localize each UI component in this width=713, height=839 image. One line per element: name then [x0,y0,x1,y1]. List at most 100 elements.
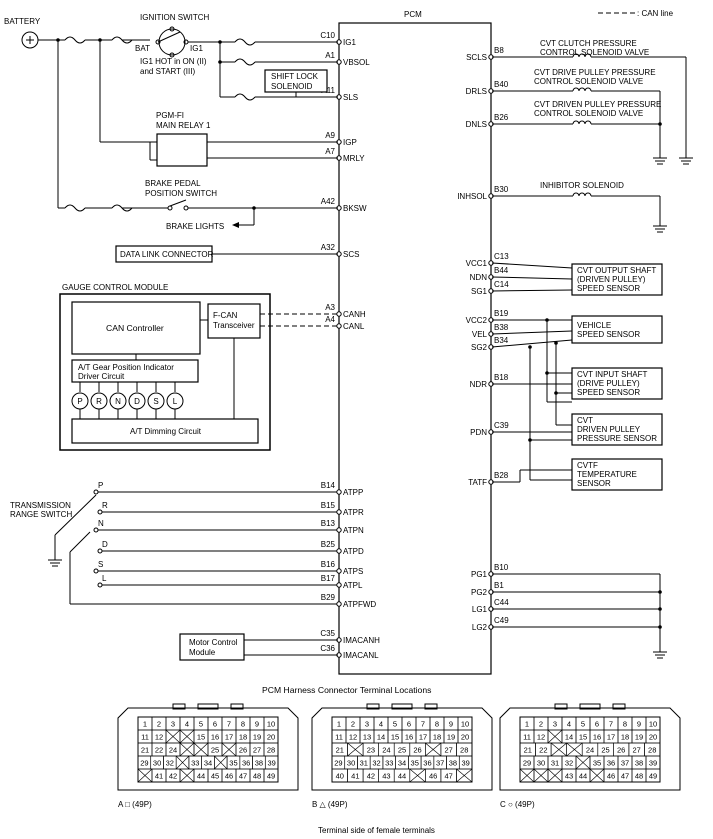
trs-position-label: P [98,481,103,490]
pcm-pin-name: ATPFWD [343,600,376,609]
terminal-number: 28 [648,746,656,755]
fcan-label-2: Transceiver [213,321,255,330]
pcm-pin-name: PG2 [471,588,488,597]
terminal-number: 49 [267,772,275,781]
sensor-label: CVT OUTPUT SHAFT [577,266,656,275]
brake-switch-label-1: BRAKE PEDAL [145,179,201,188]
terminal-number: 32 [372,759,380,768]
terminal-number: 43 [565,772,573,781]
pcm-pin-number: B14 [321,481,336,490]
svg-text:CONTROL SOLENOID VALVE: CONTROL SOLENOID VALVE [540,48,649,57]
ground-icon [653,651,667,659]
clutch-solenoid-valve: CVT CLUTCH PRESSURE CONTROL SOLENOID VAL… [492,39,687,158]
terminal-number: 9 [449,720,453,729]
terminal-number: 40 [336,772,344,781]
terminal-number: 47 [621,772,629,781]
pcm-pin-number: C35 [320,629,335,638]
terminal-number: 4 [379,720,383,729]
pcm-pin-name: VBSOL [343,58,370,67]
terminal-number: 35 [593,759,601,768]
svg-text:INHIBITOR SOLENOID: INHIBITOR SOLENOID [540,181,624,190]
ig1-terminal-label: IG1 [190,44,203,53]
pcm-pin-name: PG1 [471,570,488,579]
pcm-pin-number: A32 [321,243,336,252]
terminal-number: 36 [423,759,431,768]
gear-lamp-letter: N [115,397,121,406]
terminal-number: 6 [595,720,599,729]
can-controller-label: CAN Controller [106,323,164,333]
battery-label: BATTERY [4,17,41,26]
pcm-pin-number: B1 [494,581,504,590]
pcm-pin-number: B29 [321,593,336,602]
terminal-number: 15 [197,733,205,742]
terminal-number: 9 [255,720,259,729]
terminal-number: 18 [239,733,247,742]
terminal-number: 10 [267,720,275,729]
pcm-pin-number: B40 [494,80,509,89]
terminal-number: 31 [360,759,368,768]
sensor-label: CVT INPUT SHAFT [577,370,647,379]
pcm-pin-name: IG1 [343,38,356,47]
terminal-icon [336,582,342,588]
terminal-icon [336,323,342,329]
pcm-pin-name: LG1 [472,605,488,614]
pcm-pin-number: B13 [321,519,336,528]
terminal-number: 5 [393,720,397,729]
terminal-number: 41 [351,772,359,781]
data-link-label: DATA LINK CONNECTOR [120,250,214,259]
pcm-pin-name: SLS [343,93,358,102]
sensor-label: SPEED SENSOR [577,284,640,293]
terminal-number: 29 [523,759,531,768]
sensor-label: TEMPERATURE [577,470,637,479]
terminal-number: 37 [621,759,629,768]
terminal-number: 29 [140,759,148,768]
terminal-number: 3 [171,720,175,729]
pcm-pin-number: B16 [321,560,336,569]
pcm-pin-name: DNLS [466,120,487,129]
terminal-number: 17 [225,733,233,742]
terminal-number: 3 [365,720,369,729]
gear-lamp-letter: R [96,397,102,406]
terminal-number: 30 [347,759,355,768]
pcm-pin-number: C36 [320,644,335,653]
terminal-number: 25 [398,746,406,755]
terminal-number: 44 [197,772,205,781]
terminal-number: 10 [461,720,469,729]
terminal-number: 41 [155,772,163,781]
ground-icon [653,157,667,165]
terminal-number: 21 [336,746,344,755]
brake-lights-label: BRAKE LIGHTS [166,222,224,231]
terminal-number: 2 [351,720,355,729]
can-controller [71,301,201,355]
sensor-label: SENSOR [577,479,611,488]
pcm-pin-name: NDN [470,273,488,282]
pcm-pin-name: LG2 [472,623,488,632]
ig1-note-1: IG1 HOT in ON (II) [140,57,207,66]
gear-indicator-driver [71,359,199,383]
terminal-number: 12 [155,733,163,742]
terminal-number: 21 [524,746,532,755]
terminal-number: 3 [553,720,557,729]
pcm-pin-name: NDR [470,380,488,389]
pcm-right-pins: B8SCLSB40DRLSB26DNLSB30INHSOLC13VCC1B44N… [457,46,509,632]
pcm-pin-name: ATPN [343,526,364,535]
pcm-pin-name: SCLS [466,53,487,62]
pcm-pin-name: MRLY [343,154,365,163]
terminal-number: 1 [525,720,529,729]
terminal-number: 19 [447,733,455,742]
terminal-number: 22 [155,746,163,755]
terminal-number: 21 [141,746,149,755]
connectors-footer: Terminal side of female terminals [318,826,435,835]
terminal-number: 17 [607,733,615,742]
pcm-pin-name: PDN [470,428,487,437]
fuse-icon [234,38,256,46]
terminal-number: 43 [382,772,390,781]
terminal-icon [336,509,342,515]
pcm-pin-number: B18 [494,373,509,382]
pcm-pin-number: C14 [494,280,509,289]
terminal-number: 47 [239,772,247,781]
terminal-number: 18 [621,733,629,742]
pcm-pin-name: VCC2 [466,316,488,325]
